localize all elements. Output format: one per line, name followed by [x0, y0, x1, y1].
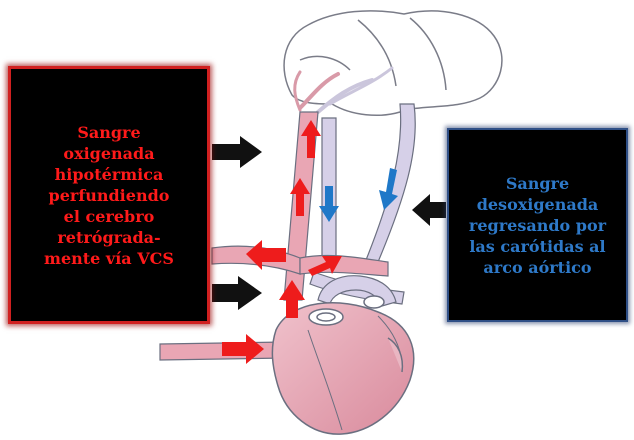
arrow-right-icon [212, 276, 262, 310]
deoxygenated-blood-callout: Sangre desoxigenada regresando por las c… [447, 128, 628, 322]
aorta-opening [364, 296, 384, 308]
oxygenated-blood-callout: Sangre oxigenada hipotérmica perfundiend… [8, 66, 210, 324]
arrow-left-icon [412, 194, 446, 226]
arrow-right-icon [212, 136, 262, 168]
brain-drawing [284, 11, 502, 115]
